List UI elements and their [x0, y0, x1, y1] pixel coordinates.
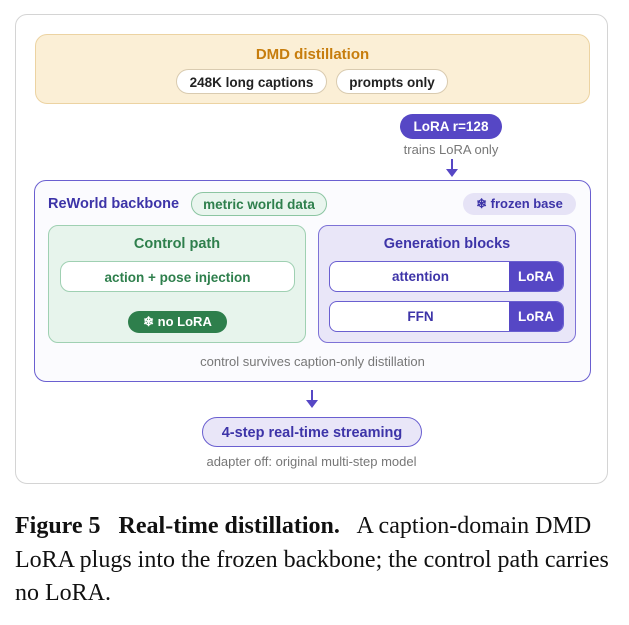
attention-block: attention LoRA — [329, 261, 564, 292]
lora-note: trains LoRA only — [403, 142, 499, 157]
caption-text: A caption-domain DMD LoRA plugs into the… — [15, 513, 609, 606]
pill-prompts-only: prompts only — [336, 69, 448, 94]
frozen-base-tag: ❄ frozen base — [463, 193, 576, 215]
dmd-title: DMD distillation — [255, 46, 370, 63]
backbone-title: ReWorld backbone — [48, 196, 180, 212]
arrow-down-icon — [446, 159, 458, 177]
ffn-block: FFN LoRA — [329, 301, 564, 332]
adapter-off-note: adapter off: original multi-step model — [206, 454, 417, 469]
no-lora-badge: ❄ no LoRA — [128, 311, 227, 333]
ffn-label: FFN — [407, 309, 434, 324]
caption-label: Figure 5 — [15, 513, 101, 539]
arrow-down-icon — [306, 390, 318, 408]
backbone-note: control survives caption-only distillati… — [200, 354, 425, 369]
pill-long-captions: 248K long captions — [176, 69, 327, 94]
control-path-title: Control path — [133, 236, 221, 252]
ffn-lora-tag: LoRA — [509, 302, 563, 331]
attention-lora-tag: LoRA — [509, 262, 563, 291]
caption-title: Real-time distillation. — [118, 513, 340, 539]
attention-label: attention — [392, 269, 449, 284]
realtime-streaming-output: 4-step real-time streaming — [202, 417, 422, 447]
metric-world-data-tag: metric world data — [191, 192, 327, 216]
action-pose-injection: action + pose injection — [60, 261, 295, 292]
generation-blocks-title: Generation blocks — [383, 236, 511, 252]
figure-caption: Figure 5 Real-time distillation. A capti… — [15, 510, 613, 611]
lora-rank-badge: LoRA r=128 — [400, 114, 502, 139]
